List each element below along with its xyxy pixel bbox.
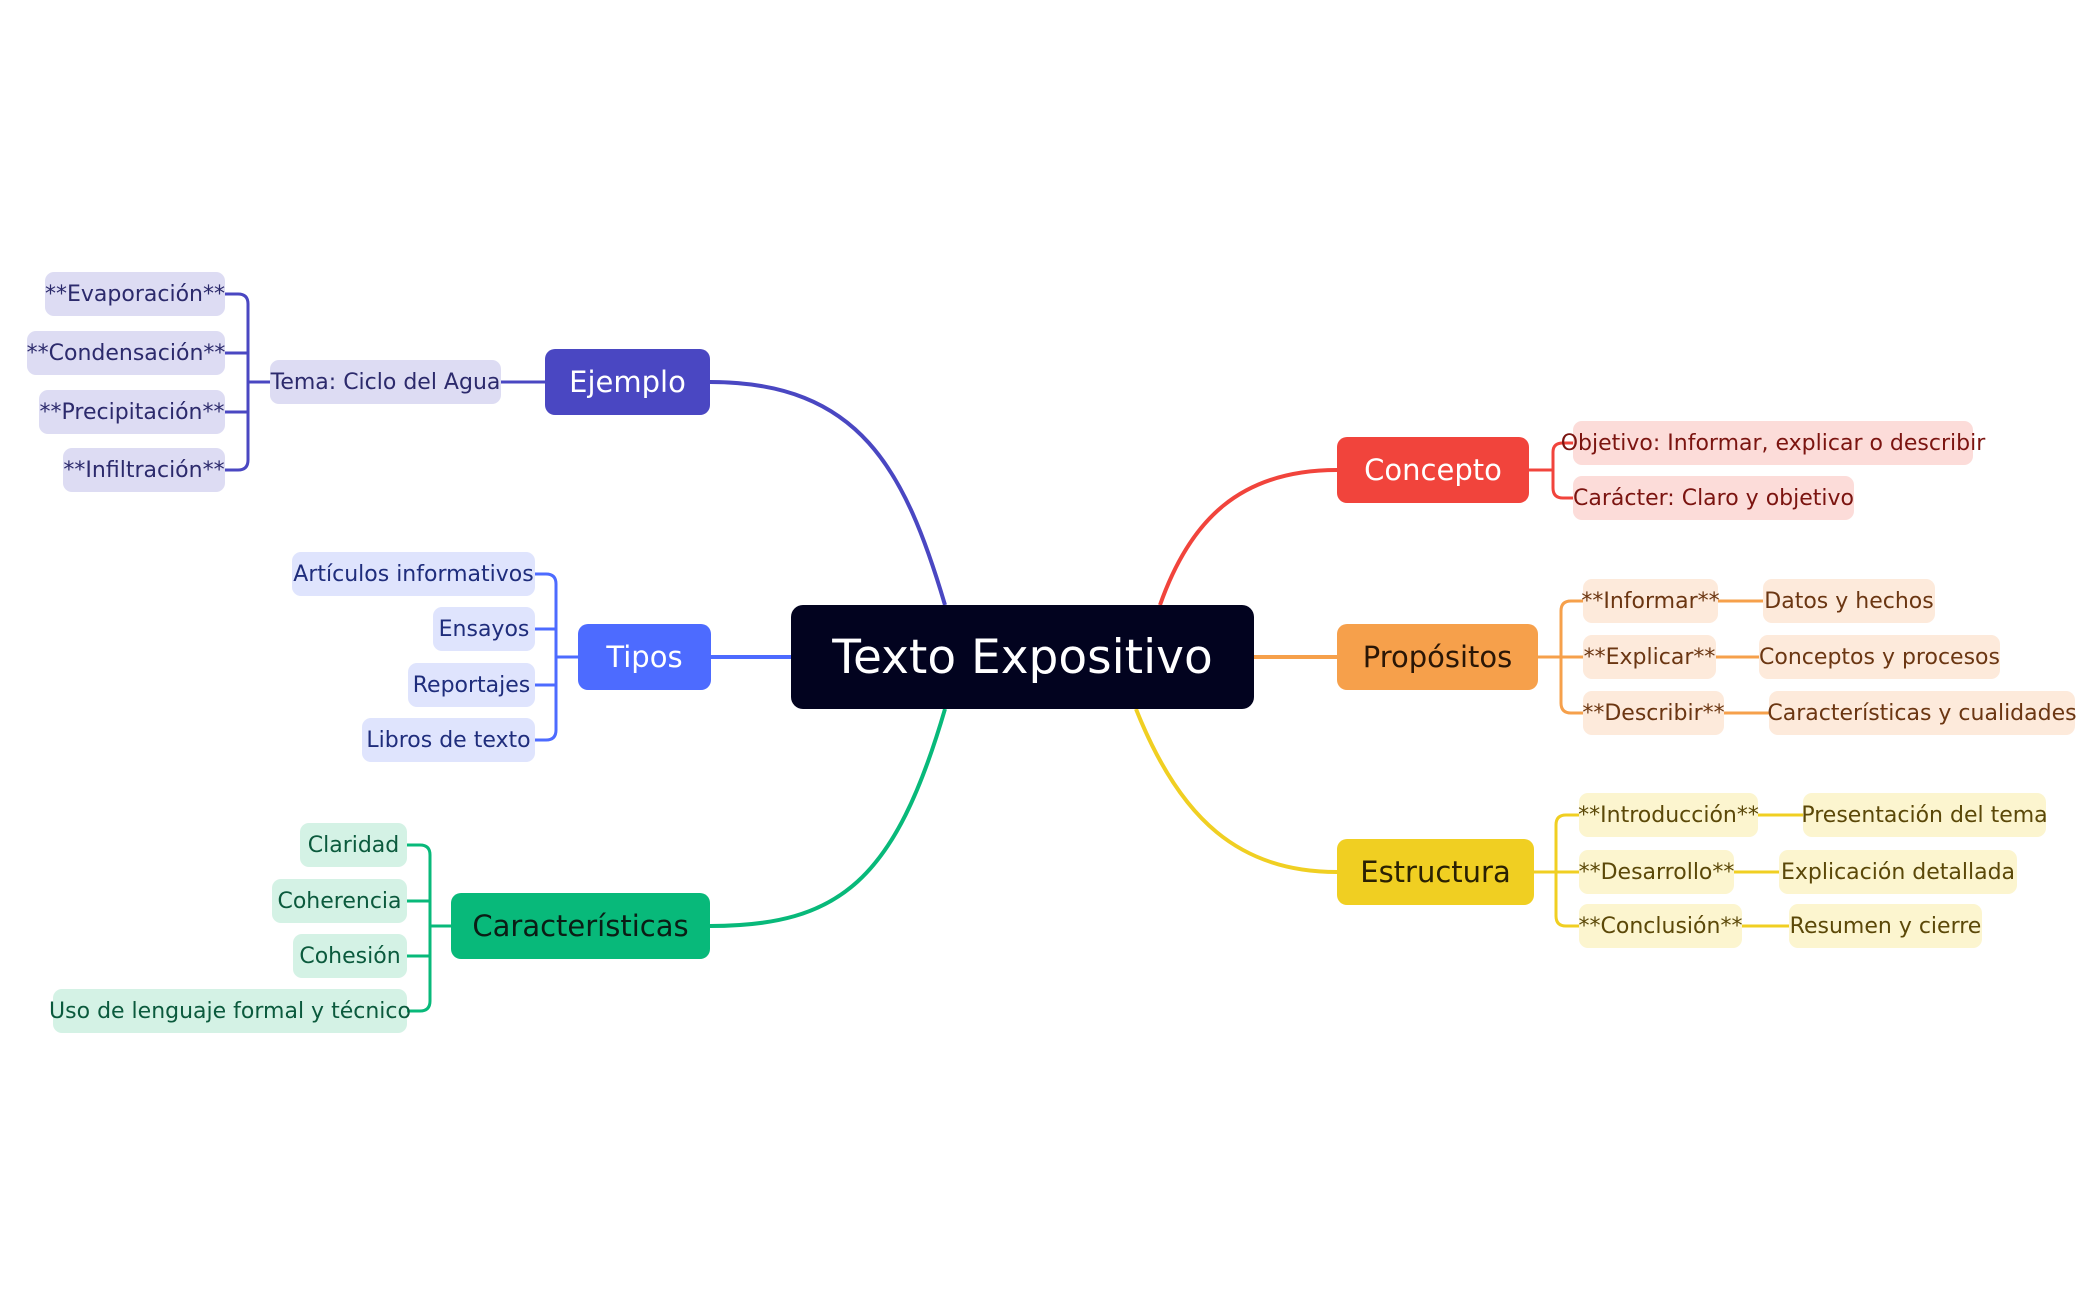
propositos-item-explicar[interactable]: **Explicar** [1583,635,1716,679]
caracteristicas-item-coherencia[interactable]: Coherencia [272,879,407,923]
ejemplo-item-infiltracion[interactable]: **Infiltración** [63,448,225,492]
concepto-item-caracter[interactable]: Carácter: Claro y objetivo [1573,476,1854,520]
bracket-caracteristicas [407,843,451,1013]
estructura-item-conclusion[interactable]: **Conclusión** [1579,904,1742,948]
bracket-concepto [1529,441,1573,500]
bracket-estructura [1534,813,1579,928]
topic-tipos[interactable]: Tipos [578,624,711,690]
link-center-caracteristicas [709,708,947,928]
central-topic[interactable]: Texto Expositivo [791,605,1254,709]
ejemplo-item-evaporacion[interactable]: **Evaporación** [45,272,225,316]
topic-estructura[interactable]: Estructura [1337,839,1534,905]
estructura-detail-introduccion[interactable]: Presentación del tema [1801,793,2048,837]
bracket-propositos [1538,599,1583,715]
topic-concepto[interactable]: Concepto [1337,437,1529,503]
ejemplo-item-precipitacion[interactable]: **Precipitación** [39,390,225,434]
propositos-detail-explicar[interactable]: Conceptos y procesos [1759,635,2000,679]
propositos-detail-informar[interactable]: Datos y hechos [1763,579,1935,623]
estructura-detail-conclusion[interactable]: Resumen y cierre [1789,904,1982,948]
bracket-ejemplo [225,292,270,472]
ejemplo-tema[interactable]: Tema: Ciclo del Agua [270,360,501,404]
link-center-estructura [1134,708,1338,874]
estructura-item-desarrollo[interactable]: **Desarrollo** [1579,850,1734,894]
tipos-item-libros[interactable]: Libros de texto [362,718,535,762]
caracteristicas-item-cohesion[interactable]: Cohesión [293,934,407,978]
topic-ejemplo[interactable]: Ejemplo [545,349,710,415]
topic-propositos[interactable]: Propósitos [1337,624,1538,690]
propositos-item-informar[interactable]: **Informar** [1581,579,1720,623]
topic-caracteristicas[interactable]: Características [451,893,710,959]
link-center-concepto [1158,468,1338,606]
estructura-detail-desarrollo[interactable]: Explicación detallada [1779,850,2017,894]
caracteristicas-item-lenguaje[interactable]: Uso de lenguaje formal y técnico [49,989,411,1033]
caracteristicas-item-claridad[interactable]: Claridad [300,823,407,867]
estructura-item-introduccion[interactable]: **Introducción** [1578,793,1759,837]
tipos-item-reportajes[interactable]: Reportajes [408,663,535,707]
tipos-item-ensayos[interactable]: Ensayos [433,607,535,651]
bracket-tipos [535,572,578,742]
propositos-item-describir[interactable]: **Describir** [1582,691,1725,735]
link-center-ejemplo [709,380,947,606]
concepto-item-objetivo[interactable]: Objetivo: Informar, explicar o describir [1561,421,1985,465]
ejemplo-item-condensacion[interactable]: **Condensación** [27,331,225,375]
propositos-detail-describir[interactable]: Características y cualidades [1767,691,2077,735]
tipos-item-articulos[interactable]: Artículos informativos [292,552,535,596]
